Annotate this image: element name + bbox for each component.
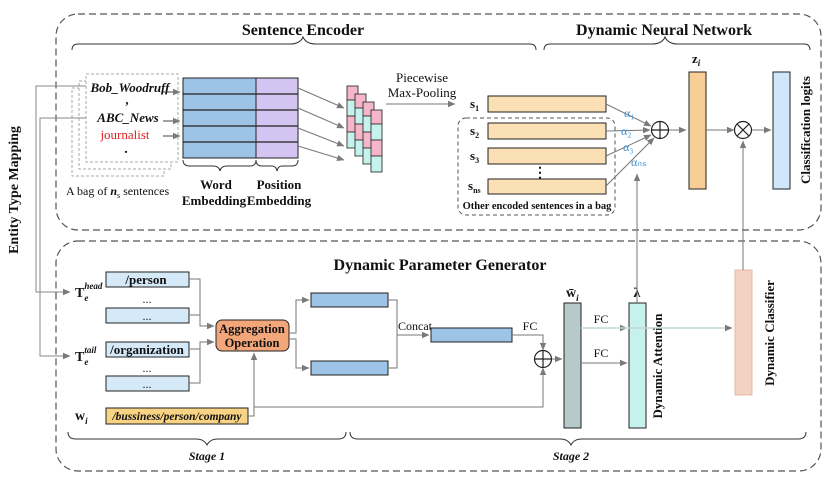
tail-bracket-bottom xyxy=(189,349,201,384)
s1-label: s1 xyxy=(470,96,479,113)
head-type-dots-1: ... xyxy=(143,292,152,306)
sentence-encoder-panel xyxy=(55,13,822,231)
s2-vector xyxy=(487,122,607,140)
sentence-tail-entity: ABC_News xyxy=(96,110,158,125)
concat-label: Concat xyxy=(398,319,433,333)
stage2-label: Stage 2 xyxy=(553,449,589,463)
w-label: wi xyxy=(75,409,88,426)
encoded-dots: ⋮ xyxy=(533,166,547,181)
tail-to-aggregation xyxy=(189,338,215,350)
bag-caption: A bag of ns sentences xyxy=(66,184,169,200)
dynamic-network-brace xyxy=(543,35,811,51)
pooling-label-2: Max-Pooling xyxy=(388,85,457,100)
pooling-label-1: Piecewise xyxy=(396,70,448,85)
z-vector xyxy=(688,71,707,190)
alpha-ns: αₙₛ xyxy=(631,155,647,169)
arrow-matrix-conv-4 xyxy=(297,145,345,162)
dynamic-attention-label: Dynamic Attention xyxy=(650,313,665,419)
alpha-2: α₂ xyxy=(621,124,631,138)
position-embedding-label-2: Embedding xyxy=(247,193,312,208)
encoded-sentences-group xyxy=(457,117,616,216)
alpha-3: α₃ xyxy=(623,140,633,154)
stage2-brace xyxy=(349,431,807,447)
aggregation-to-tail-vec xyxy=(289,338,310,372)
head-aggregated-vector xyxy=(310,292,389,308)
relation-label: /bussiness/person/company xyxy=(111,411,242,423)
tail-type-dots-2: ... xyxy=(143,377,152,391)
dynamic-parameter-generator-title: Dynamic Parameter Generator xyxy=(334,257,547,274)
wbar-label: w̄i xyxy=(566,286,579,303)
s3-to-sum-arrow xyxy=(605,134,652,157)
sentence-period: . xyxy=(124,142,128,157)
sentence-head-entity: Bob_Woodruff xyxy=(90,80,172,95)
sn-vector xyxy=(487,178,607,195)
s3-vector xyxy=(487,147,607,165)
aggregation-label-2: Operation xyxy=(225,336,280,350)
dynamic-attention-vector xyxy=(628,302,647,429)
arrow-matrix-conv-3 xyxy=(297,127,345,147)
alpha-1: α₁ xyxy=(624,106,634,120)
s2-to-sum-arrow xyxy=(605,126,651,134)
product-cross-b xyxy=(736,123,750,137)
arrow-matrix-conv-2 xyxy=(297,107,345,129)
sentence-comma: , xyxy=(125,92,128,107)
wbar-vector xyxy=(563,302,582,429)
relation-to-sum xyxy=(254,367,547,408)
s1-to-sum-arrow xyxy=(605,103,652,127)
sentence-encoder-title: Sentence Encoder xyxy=(242,22,364,39)
head-type-person: /person xyxy=(124,272,167,287)
sentence-card xyxy=(85,73,179,163)
head-to-aggregation xyxy=(189,278,215,330)
tail-aggregated-vector xyxy=(310,360,389,376)
classification-logits-label: Classification logits xyxy=(798,76,813,184)
tail-type-organization: /organization xyxy=(109,342,184,357)
tail-type-label: Tetail xyxy=(75,345,97,367)
head-type-dots-2: ... xyxy=(143,309,152,323)
concat-fc-arrow xyxy=(512,334,547,351)
position-embedding-brace xyxy=(255,159,299,172)
concat-bracket xyxy=(388,299,398,369)
s2-label: s2 xyxy=(470,123,479,140)
position-embedding-label-1: Position xyxy=(257,177,303,192)
aggregation-operation-box xyxy=(215,319,290,352)
aggregation-label-1: Aggregation xyxy=(219,322,285,336)
relation-to-aggregation xyxy=(248,352,258,417)
conv-feature-stacks xyxy=(346,85,383,173)
z-label: zi xyxy=(692,51,701,68)
word-embedding-brace xyxy=(182,159,257,172)
concat-vector xyxy=(430,327,513,343)
sn-to-sum-arrow xyxy=(605,137,655,187)
embedding-matrix xyxy=(182,77,299,159)
encoded-caption: Other encoded sentences in a bag xyxy=(463,201,613,212)
classification-logits-bar xyxy=(772,71,791,190)
sentence-encoder-brace xyxy=(71,35,537,51)
stage1-label: Stage 1 xyxy=(189,449,225,463)
dynamic-classifier-label: Dynamic Classifier xyxy=(762,280,777,386)
dynamic-classifier-vector xyxy=(734,269,753,396)
dynamic-neural-network-title: Dynamic Neural Network xyxy=(576,22,752,39)
sn-label: sns xyxy=(468,178,481,195)
tail-type-dots-1: ... xyxy=(143,361,152,375)
s1-vector xyxy=(487,95,607,113)
arrow-matrix-conv-1 xyxy=(297,87,345,109)
word-embedding-label-1: Word xyxy=(200,177,233,192)
stage1-brace xyxy=(67,431,347,447)
fc-label-concat: FC xyxy=(523,319,538,333)
s3-label: s3 xyxy=(470,148,479,165)
sentence-word: journalist xyxy=(99,127,149,142)
tail-mapping-line xyxy=(39,117,86,360)
dynamic-parameter-generator-panel xyxy=(55,240,822,472)
head-type-label: Tehead xyxy=(75,281,103,303)
fc-label-classifier: FC xyxy=(594,346,609,360)
word-embedding-label-2: Embedding xyxy=(182,193,247,208)
fc-label-attention: FC xyxy=(594,312,609,326)
aggregation-to-head-vec xyxy=(289,296,310,334)
head-mapping-line xyxy=(35,85,86,296)
entity-type-mapping-label: Entity Type Mapping xyxy=(7,126,22,254)
